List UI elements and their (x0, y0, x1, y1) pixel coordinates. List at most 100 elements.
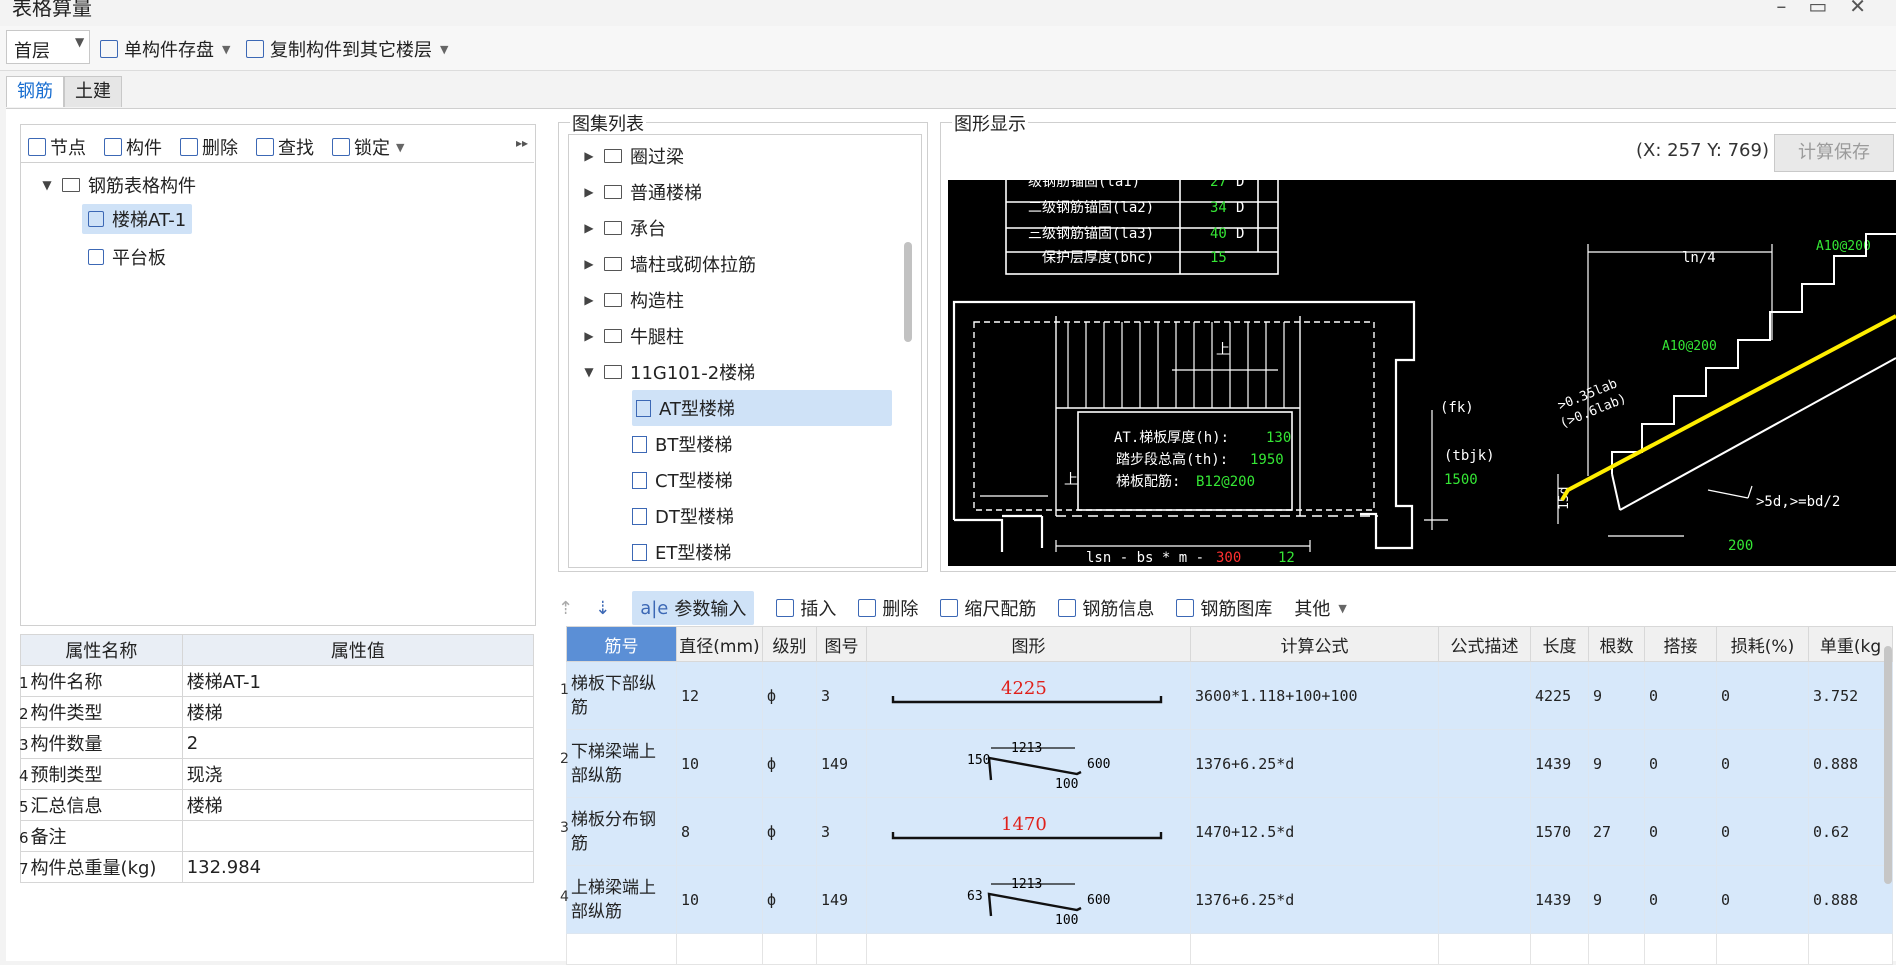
rebar-library-button[interactable]: 钢筋图库 (1176, 595, 1272, 621)
column-header[interactable]: 级别 (762, 626, 817, 662)
rebar-cell[interactable]: 1376+6.25*d (1190, 865, 1439, 934)
rebar-cell[interactable]: 12 (676, 661, 763, 730)
rebar-cell[interactable]: 3 (816, 661, 867, 730)
rebar-cell[interactable]: 4225 (1530, 661, 1589, 730)
expand-icon[interactable]: ▶ (584, 185, 594, 199)
drawing-canvas[interactable]: 级钢筋锚固(la1) 二级钢筋锚固(la2) 三级钢筋锚固(la3) 保护层厚度… (948, 180, 1896, 566)
rebar-cell[interactable]: 0.888 (1808, 729, 1893, 798)
rebar-cell[interactable]: 149 (816, 865, 867, 934)
atlas-item[interactable]: CT型楼梯 (632, 462, 733, 498)
expand-icon[interactable]: ▶ (584, 329, 594, 343)
node-button[interactable]: 节点 (28, 134, 86, 160)
minimize-icon[interactable]: – (1776, 0, 1809, 18)
rebar-cell[interactable]: 0 (1716, 661, 1809, 730)
rebar-cell[interactable]: 1570 (1530, 797, 1589, 866)
shape-cell[interactable]: 4225 (866, 661, 1191, 730)
atlas-scrollbar[interactable] (904, 242, 912, 342)
expand-icon[interactable]: ▶ (584, 149, 594, 163)
atlas-item[interactable]: ▶构造柱 (582, 282, 684, 318)
atlas-item[interactable]: ▶牛腿柱 (582, 318, 684, 354)
tree-item-at1[interactable]: 楼梯AT-1 (82, 204, 193, 234)
lock-button[interactable]: 锁定▼ (332, 134, 404, 160)
rebar-cell[interactable]: 10 (676, 865, 763, 934)
rebar-cell[interactable]: 9 (1588, 661, 1645, 730)
delete-row-button[interactable]: 删除 (858, 595, 918, 621)
prop-value[interactable]: 2 (181, 727, 535, 759)
rebar-cell[interactable]: 0.62 (1808, 797, 1893, 866)
prop-value[interactable] (181, 820, 535, 852)
atlas-item[interactable]: ▶圈过梁 (582, 138, 684, 174)
restore-icon[interactable]: ▭ (1808, 0, 1850, 18)
rebar-cell[interactable]: 1470+12.5*d (1190, 797, 1439, 866)
save-single-button[interactable]: 单构件存盘 ▼ (100, 36, 230, 62)
move-down-icon[interactable]: ⇣ (595, 597, 611, 619)
prop-value[interactable]: 楼梯 (181, 696, 535, 728)
rebar-cell[interactable]: ф (762, 865, 817, 934)
find-button[interactable]: 查找 (256, 134, 314, 160)
column-header[interactable]: 单重(kg (1808, 626, 1893, 662)
expand-icon[interactable]: ▶ (584, 221, 594, 235)
prop-value[interactable]: 132.984 (181, 851, 535, 883)
expand-icon[interactable]: ▶ (584, 293, 594, 307)
rebar-info-button[interactable]: 钢筋信息 (1058, 595, 1154, 621)
column-header[interactable]: 筋号 (566, 626, 677, 662)
rebar-cell[interactable]: 8 (676, 797, 763, 866)
rebar-cell[interactable]: 下梯梁端上部纵筋 (566, 729, 677, 798)
floor-select[interactable]: 首层 ▼ (6, 30, 90, 64)
rebar-cell[interactable]: ф (762, 661, 817, 730)
rebar-cell[interactable]: 3600*1.118+100+100 (1190, 661, 1439, 730)
chevron-down-icon[interactable]: ▼ (222, 42, 231, 56)
rebar-cell[interactable]: 0 (1644, 729, 1717, 798)
atlas-item[interactable]: BT型楼梯 (632, 426, 732, 462)
rebar-cell[interactable]: 上梯梁端上部纵筋 (566, 865, 677, 934)
column-header[interactable]: 公式描述 (1438, 626, 1531, 662)
column-header[interactable]: 计算公式 (1190, 626, 1439, 662)
rebar-cell[interactable]: 0 (1716, 865, 1809, 934)
tree-item-platform[interactable]: 平台板 (88, 244, 166, 270)
column-header[interactable]: 图号 (816, 626, 867, 662)
rebar-cell[interactable] (1438, 729, 1531, 798)
close-icon[interactable]: ✕ (1849, 0, 1888, 18)
move-up-icon[interactable]: ⇡ (558, 597, 574, 619)
atlas-item[interactable]: ET型楼梯 (632, 534, 731, 570)
collapse-icon[interactable]: ▼ (584, 365, 594, 379)
delete-button[interactable]: 删除 (180, 134, 238, 160)
copy-to-floor-button[interactable]: 复制构件到其它楼层 ▼ (246, 36, 448, 62)
atlas-item[interactable]: AT型楼梯 (632, 390, 892, 426)
rebar-cell[interactable]: ф (762, 797, 817, 866)
column-header[interactable]: 根数 (1588, 626, 1645, 662)
prop-value[interactable]: 楼梯AT-1 (181, 665, 535, 697)
other-menu-button[interactable]: 其他▼ (1294, 595, 1346, 621)
rebar-cell[interactable]: 1439 (1530, 865, 1589, 934)
expand-panel-icon[interactable]: ▸▸ (516, 136, 529, 150)
column-header[interactable]: 损耗(%) (1716, 626, 1809, 662)
shape-cell[interactable]: 1470 (866, 797, 1191, 866)
column-header[interactable]: 长度 (1530, 626, 1589, 662)
insert-button[interactable]: 插入 (776, 595, 836, 621)
tab-rebar[interactable]: 钢筋 (6, 76, 64, 107)
rebar-cell[interactable]: 3 (816, 797, 867, 866)
calc-save-button[interactable]: 计算保存 (1774, 134, 1894, 172)
rebar-cell[interactable]: 9 (1588, 865, 1645, 934)
rebar-cell[interactable]: 0 (1716, 797, 1809, 866)
rebar-cell[interactable]: 1376+6.25*d (1190, 729, 1439, 798)
rebar-cell[interactable]: ф (762, 729, 817, 798)
prop-value[interactable]: 楼梯 (181, 789, 535, 821)
rebar-cell[interactable]: 0 (1644, 865, 1717, 934)
table-scrollbar[interactable] (1884, 646, 1892, 884)
rebar-cell[interactable] (1438, 797, 1531, 866)
rebar-cell[interactable]: 0.888 (1808, 865, 1893, 934)
